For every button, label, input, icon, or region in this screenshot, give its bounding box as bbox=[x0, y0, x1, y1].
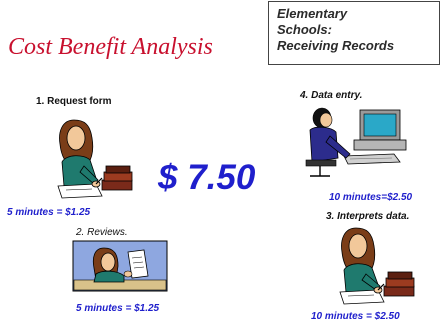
step-reviews-cost: 5 minutes = $1.25 bbox=[76, 303, 160, 314]
page-title: Cost Benefit Analysis bbox=[8, 34, 213, 60]
step-reviews-label: 2. Reviews. bbox=[76, 227, 128, 238]
woman-writing-icon bbox=[339, 227, 415, 305]
subtitle-box: Elementary Schools: Receiving Records bbox=[268, 1, 440, 65]
total-cost: $ 7.50 bbox=[158, 158, 256, 197]
subtitle-line-3: Receiving Records bbox=[277, 38, 395, 53]
person-at-computer-icon bbox=[305, 107, 407, 177]
step-interprets-label: 3. Interprets data. bbox=[326, 211, 410, 222]
step-request-cost: 5 minutes = $1.25 bbox=[7, 207, 91, 218]
subtitle-line-2: Schools: bbox=[277, 22, 332, 37]
step-data-entry-label: 4. Data entry. bbox=[300, 90, 363, 101]
woman-writing-icon bbox=[57, 119, 133, 199]
subtitle-line-1: Elementary bbox=[277, 6, 348, 21]
step-request-label: 1. Request form bbox=[36, 96, 112, 107]
step-interprets-cost: 10 minutes = $2.50 bbox=[311, 311, 400, 322]
woman-reading-icon bbox=[72, 240, 168, 292]
step-data-entry-cost: 10 minutes=$2.50 bbox=[329, 192, 413, 203]
